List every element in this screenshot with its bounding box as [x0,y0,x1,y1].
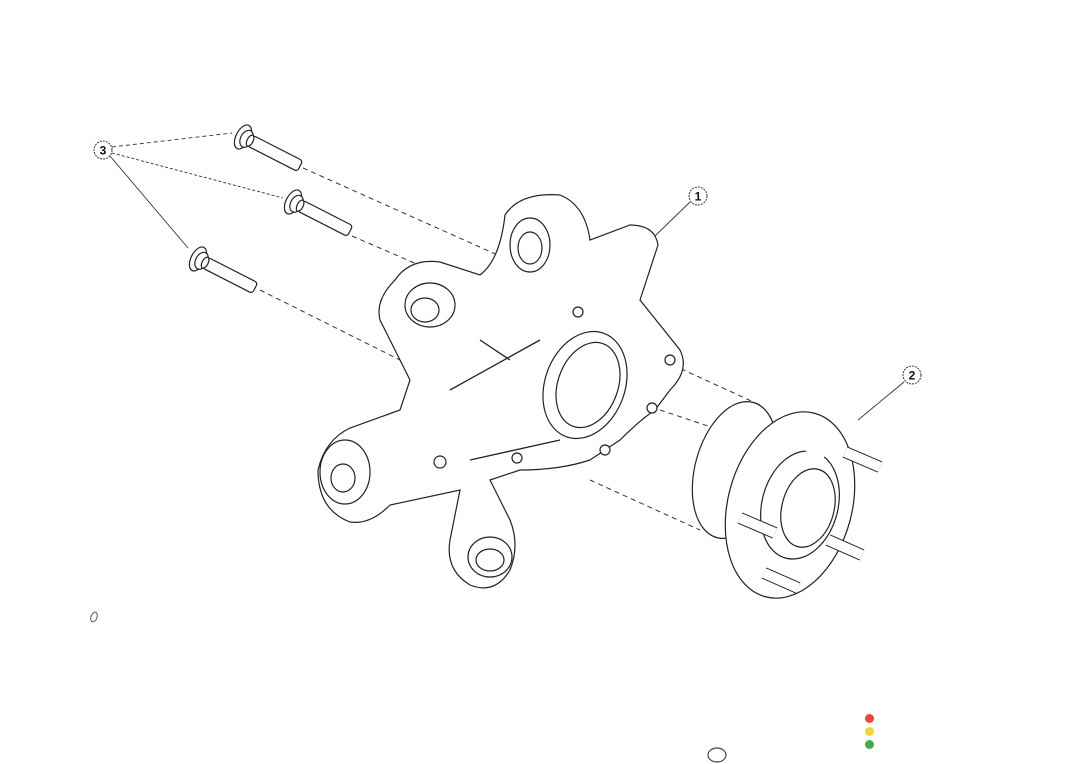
small-ellipse-mark [90,611,98,623]
svg-text:2: 2 [909,369,916,383]
callout-1: 1 [688,186,708,206]
wheel-stud [788,436,827,459]
svg-text:3: 3 [100,144,107,158]
callout-3: 3 [93,140,113,160]
bolt [283,189,353,236]
steering-knuckle [317,194,684,589]
oval-mark [707,747,727,763]
status-dot-yellow [865,727,874,736]
callout-2: 2 [902,365,922,385]
bolt [233,124,303,171]
status-dot-red [865,714,874,723]
bolt [188,246,258,293]
svg-text:1: 1 [695,190,702,204]
wheel-hub-bearing [691,400,883,599]
status-dot-green [865,740,874,749]
wheel-stud [737,512,778,539]
wheel-stud [842,446,883,473]
wheel-stud [825,534,865,561]
assembly-lines [259,167,761,531]
wheel-stud [761,567,801,594]
callout-3-leaders [109,132,284,249]
